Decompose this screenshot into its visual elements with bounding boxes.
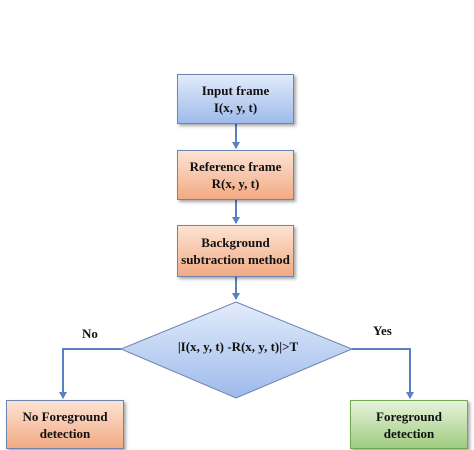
background-subtraction-box: Background subtraction method [177,225,294,277]
no-foreground-detection-box: No Foreground detection [6,400,124,449]
input-frame-formula: I(x, y, t) [213,100,258,115]
decision-condition: |I(x, y, t) -R(x, y, t)|>T [177,339,299,354]
branch-label-no: No [82,326,98,341]
decision-diamond [119,301,354,399]
foreground-line2: detection [383,425,435,441]
reference-frame-title: Reference frame [189,159,282,174]
input-frame-title: Input frame [201,83,270,98]
branch-label-yes: Yes [373,323,392,338]
background-subtraction-line1: Background [201,235,270,250]
foreground-detection-box: Foreground detection [350,400,468,449]
no-foreground-line2: detection [39,425,91,441]
reference-frame-box: Reference frame R(x, y, t) [177,150,294,200]
arrow-no-branch [59,348,121,399]
input-frame-box: Input frame I(x, y, t) [177,74,294,124]
background-subtraction-line2: subtraction method [181,252,290,267]
no-foreground-line1: No Foreground [22,408,108,424]
arrow-yes-branch [352,348,414,399]
reference-frame-formula: R(x, y, t) [211,176,260,191]
foreground-line1: Foreground [376,408,442,424]
